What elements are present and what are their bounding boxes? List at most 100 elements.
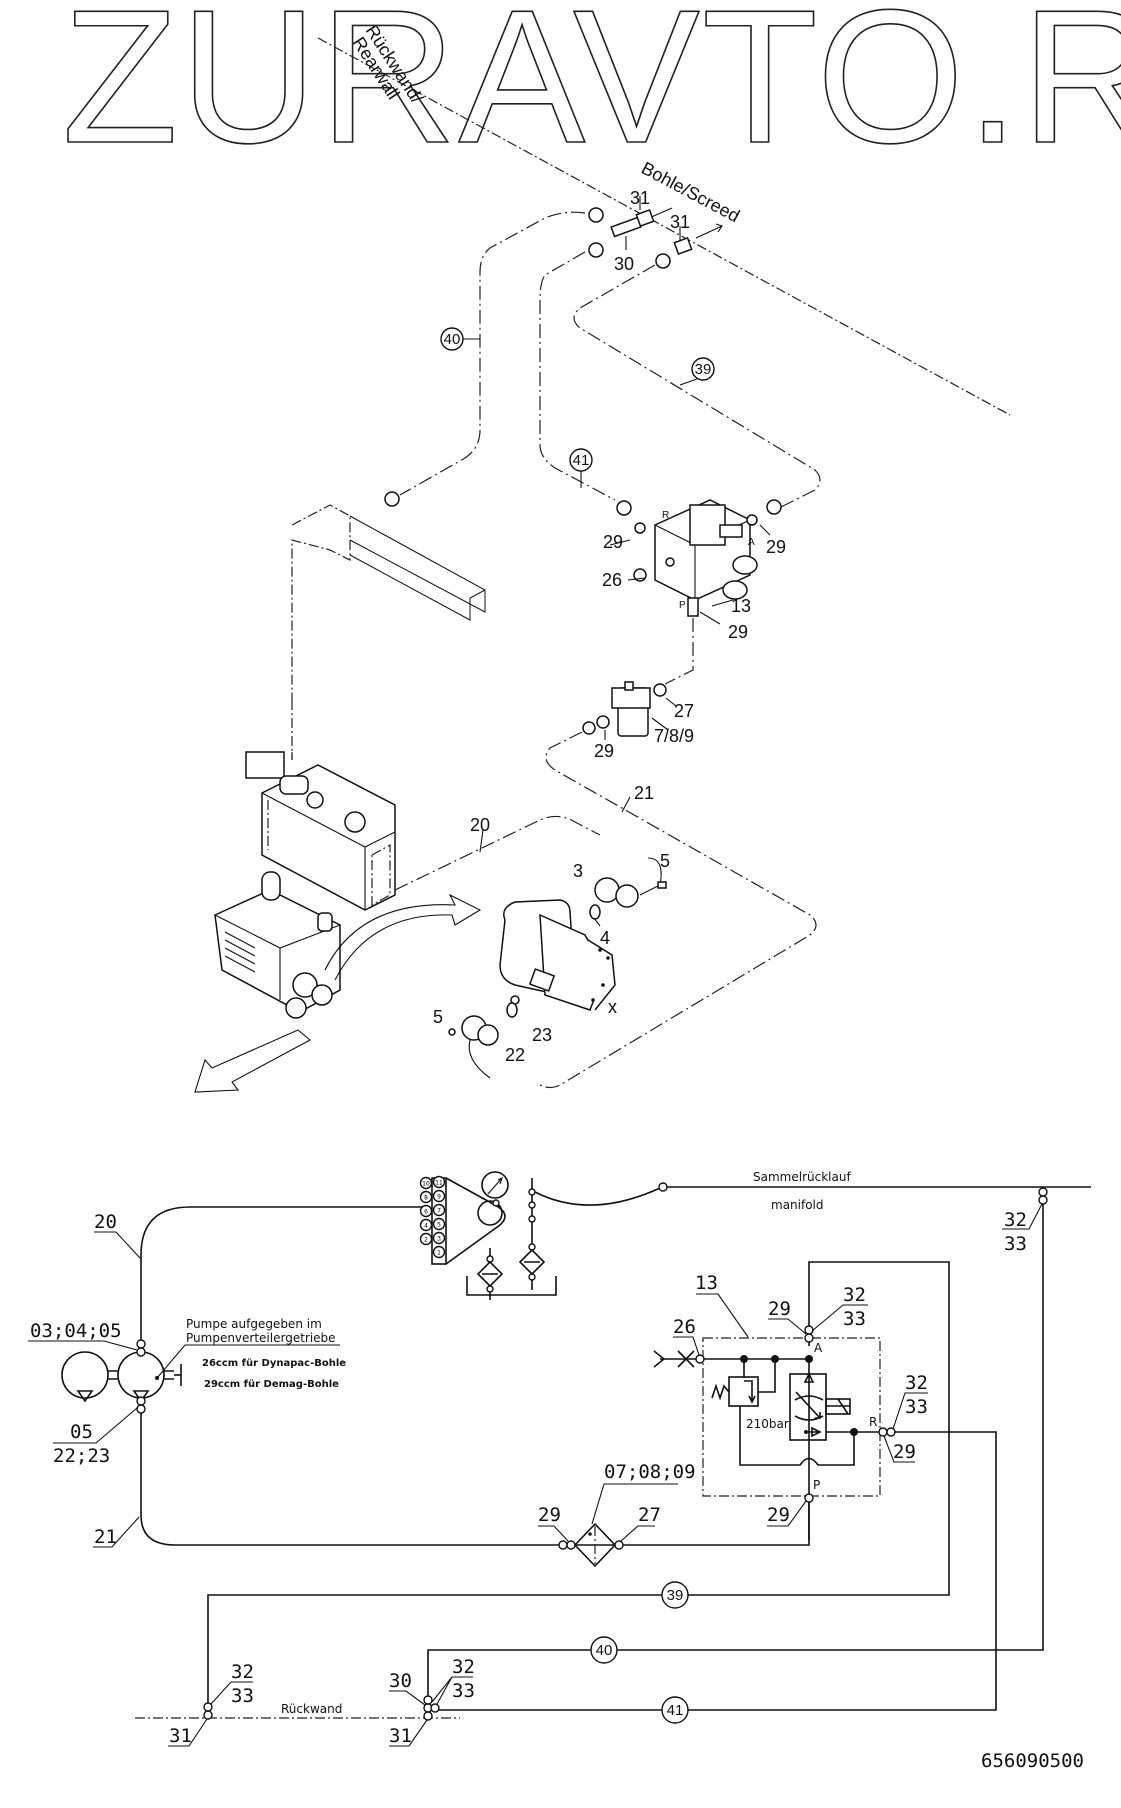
- rearwall-label: Rückwand: [281, 1702, 342, 1716]
- leader-valve-p-29: [767, 1500, 807, 1527]
- leader-pump-note: [156, 1344, 340, 1379]
- tank-port-label: 5: [437, 1222, 441, 1229]
- valve-a-ref: 29: [768, 1298, 791, 1320]
- tank-port-11: [432, 1175, 446, 1189]
- pump-flange-bottom: [448, 1002, 518, 1079]
- label-line-21: 21: [94, 1526, 117, 1548]
- pump-ref-bottom-num: 05: [70, 1421, 93, 1443]
- valve-block-13: [609, 499, 782, 625]
- callout-29-f: 29: [594, 741, 614, 761]
- valve-r-ref: 29: [893, 1441, 916, 1463]
- tank-port-label: 3: [437, 1236, 441, 1243]
- transfer-gearbox: [214, 871, 341, 1019]
- callout-30: 30: [614, 254, 634, 274]
- filter-ref: 07;08;09: [604, 1461, 696, 1483]
- rw-right-num: 32: [452, 1656, 475, 1678]
- hose-20: [394, 815, 601, 891]
- tank-port-label: 6: [424, 1209, 428, 1216]
- pump-ref-bottom-den: 22;23: [53, 1445, 110, 1467]
- leader-valve-r-32: [892, 1392, 928, 1430]
- manifold-label-en: manifold: [771, 1198, 824, 1212]
- rearwall-line: [317, 37, 1011, 416]
- tank-port-8: [419, 1190, 433, 1204]
- callout-23: 23: [532, 1025, 552, 1045]
- leader-rw-left-31: [168, 1718, 208, 1747]
- tank-port-label: 10: [422, 1181, 430, 1188]
- tank-port-3: [432, 1231, 446, 1245]
- screed-arrow-out: [695, 223, 723, 239]
- manifold-label-de: Sammelrücklauf: [753, 1170, 851, 1184]
- manifold-ref-num: 32: [1004, 1209, 1027, 1231]
- pump-note-line1: Pumpe aufgegeben im: [186, 1317, 322, 1331]
- direction-arrow: [194, 1029, 311, 1093]
- port-p-label: P: [679, 600, 686, 611]
- callout-20: 20: [470, 815, 490, 835]
- callout-39: 39: [695, 361, 712, 378]
- hose-41-label: 41: [667, 1702, 684, 1719]
- transfer-arrow: [324, 893, 482, 981]
- tank-port-label: 7: [437, 1208, 441, 1215]
- leader-20: [94, 1231, 141, 1259]
- hose-39-marker: [661, 1581, 689, 1609]
- pump-note-26ccm: 26ccm für Dynapac-Bohle: [202, 1358, 346, 1369]
- callout-29-a: 29: [766, 537, 786, 557]
- valve-r-num: 32: [905, 1372, 928, 1394]
- tank-port-label: 9: [437, 1194, 441, 1201]
- callout-26: 26: [602, 570, 622, 590]
- gear-pump: [499, 899, 616, 1011]
- tank-port-label: 1: [437, 1250, 441, 1257]
- rw-left-den: 33: [231, 1685, 254, 1707]
- valve-p-ref: 29: [767, 1504, 790, 1526]
- tank-port-label: 11: [435, 1180, 443, 1187]
- line-20: [140, 1206, 425, 1340]
- leader-filter-in: [538, 1525, 569, 1542]
- valve-a-num: 32: [843, 1284, 866, 1306]
- tank-port-2: [419, 1232, 433, 1246]
- callout-31b: 31: [670, 212, 690, 232]
- pump-symbol: [61, 1339, 182, 1414]
- valve-a-port: A: [814, 1341, 823, 1355]
- tank-port-5: [432, 1217, 446, 1231]
- leader-rw-left-32: [210, 1681, 253, 1705]
- filter-7-8-9: [582, 681, 677, 740]
- callout-4: 4: [600, 928, 610, 948]
- valve-in-ref: 26: [673, 1316, 696, 1338]
- hydraulic-tank: [245, 751, 396, 911]
- callout-3: 3: [573, 861, 583, 881]
- callout-7-8-9: 7/8/9: [654, 726, 694, 746]
- tank-port-label: 4: [424, 1223, 428, 1230]
- tank-port-4: [419, 1218, 433, 1232]
- valve-p-port: P: [813, 1478, 820, 1492]
- pump-ref-top: 03;04;05: [30, 1320, 122, 1342]
- pump-note-29ccm: 29ccm für Demag-Bohle: [204, 1379, 339, 1390]
- valve-r-den: 33: [905, 1396, 928, 1418]
- watermark: ZURAVTO.RU: [62, 0, 1121, 183]
- callout-29-p: 29: [728, 622, 748, 642]
- callout-29-r: 29: [603, 532, 623, 552]
- hose-40: [399, 211, 586, 496]
- rw-left-num: 32: [231, 1661, 254, 1683]
- port-r-label: R: [662, 510, 669, 521]
- exploded-view: Rückwand/ Rearwall Bohle/Screed 31 31 30…: [194, 21, 1011, 1093]
- rw-right-ref: 31: [389, 1725, 412, 1747]
- rw-right-tee: 30: [389, 1670, 412, 1692]
- label-line-20: 20: [94, 1211, 117, 1233]
- filter-symbol: [558, 1522, 624, 1568]
- tank-port-label: 2: [424, 1237, 428, 1244]
- hose-40-marker: [590, 1636, 618, 1664]
- leader-rw-right-31: [389, 1719, 428, 1747]
- leader-filter-out: [620, 1525, 655, 1542]
- hose-41-marker: [661, 1696, 689, 1724]
- callout-5a: 5: [660, 851, 670, 871]
- filter-out-ref: 27: [638, 1504, 661, 1526]
- valve-a-den: 33: [843, 1308, 866, 1330]
- callout-22: 22: [505, 1045, 525, 1065]
- manifold-ref-den: 33: [1004, 1233, 1027, 1255]
- valve-13-symbol: [207, 1204, 1044, 1711]
- callout-5b: 5: [433, 1007, 443, 1027]
- leader-pump-bottom: [53, 1407, 138, 1444]
- tank-port-1: [432, 1245, 446, 1259]
- hose-p-filter: [664, 618, 694, 685]
